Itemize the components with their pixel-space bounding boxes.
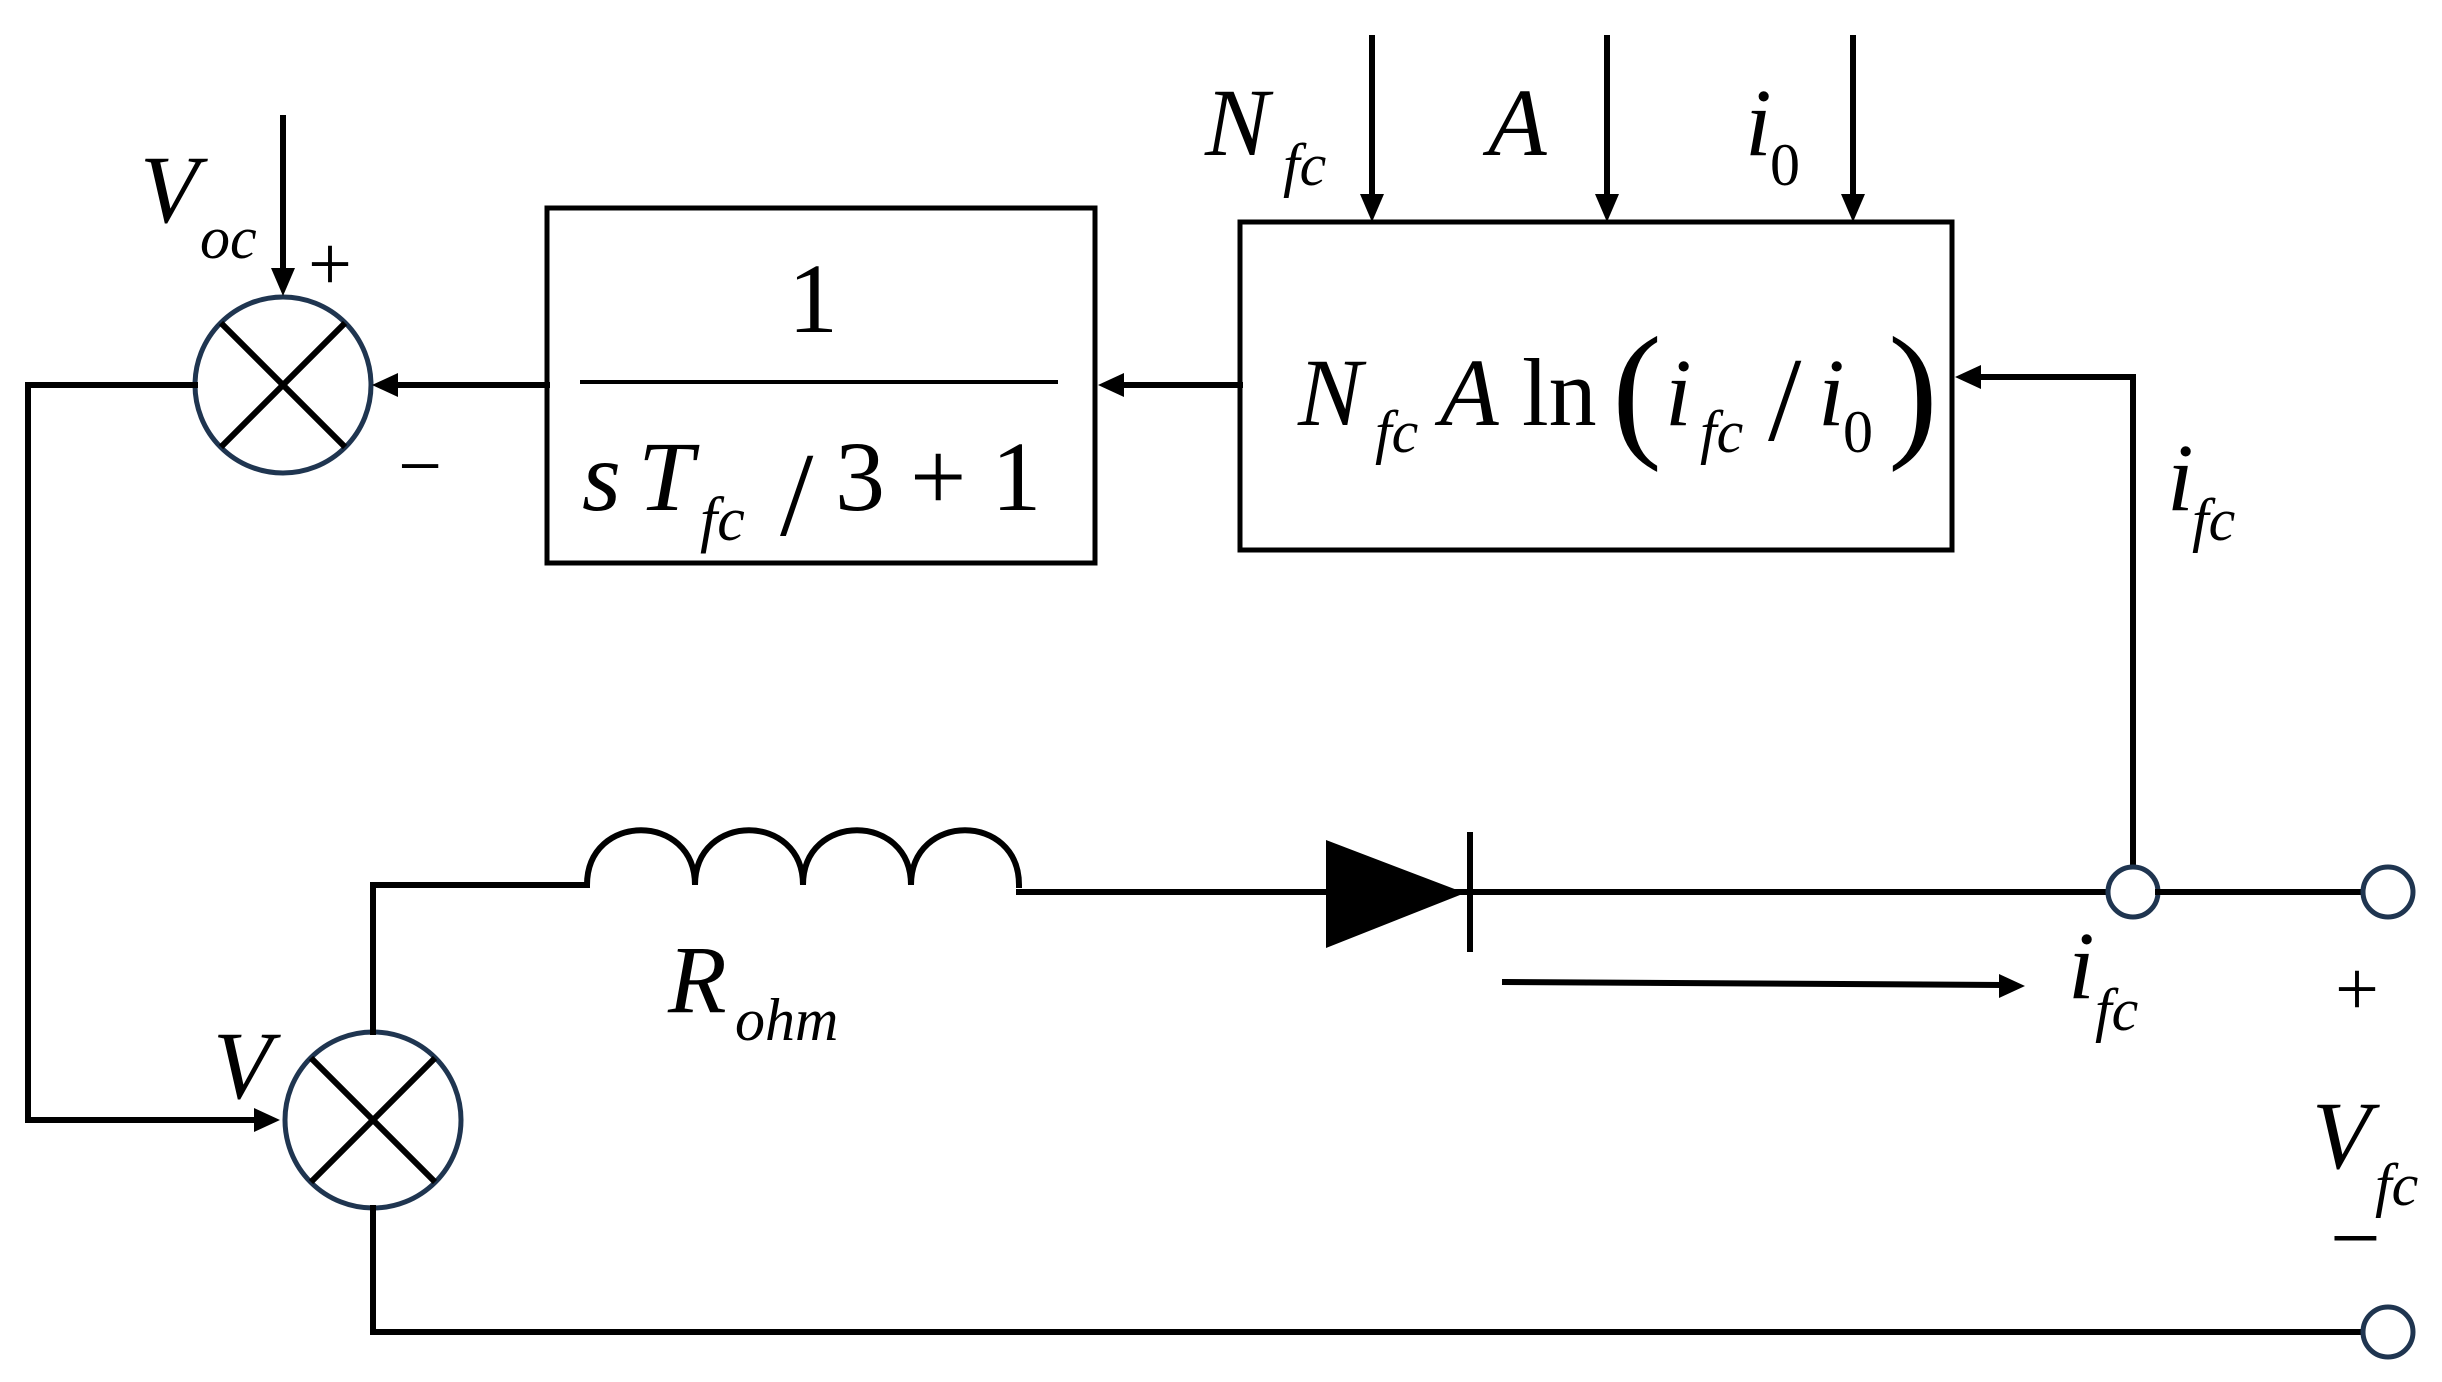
output-plus-sign: +: [2335, 945, 2379, 1032]
log-voltage-block: N fc A ln ( i fc / i 0 ): [1237, 219, 1955, 553]
a-input-arrow: [1595, 35, 1619, 222]
ifc-current-label: i: [2068, 912, 2095, 1019]
rohm-subscript: ohm: [735, 987, 838, 1053]
return-wire: [370, 1205, 2366, 1335]
top-summing-junction: [192, 294, 374, 476]
lag-to-sum-arrow: [372, 373, 550, 397]
current-direction-arrow: [1501, 974, 2025, 998]
ifc-feedback-label: i: [2167, 424, 2194, 531]
negative-terminal[interactable]: [2360, 1304, 2416, 1360]
log-N-sub: fc: [1375, 399, 1418, 465]
voc-subscript: oc: [200, 205, 257, 271]
log-i-sub: fc: [1700, 399, 1743, 465]
rohm-label: R: [667, 926, 727, 1033]
vfc-label: V: [2312, 1082, 2380, 1189]
lag-den-T: T: [638, 421, 700, 532]
v-label: V: [213, 1012, 281, 1119]
log-rparen: ): [1888, 307, 1938, 473]
log-lparen: (: [1612, 307, 1662, 473]
vfc-subscript: fc: [2375, 1152, 2418, 1218]
nfc-input-arrow: [1360, 35, 1384, 222]
ifc-feedback-path: [1955, 365, 2136, 875]
log-i0: i: [1818, 339, 1845, 446]
voltage-source-junction: [282, 1029, 464, 1211]
feedback-tap-node: [2105, 864, 2161, 920]
sum-plus-sign: +: [308, 220, 352, 307]
diode-symbol: [1326, 832, 1473, 952]
lag-transfer-block: 1 s T fc / 3 + 1: [544, 205, 1098, 566]
output-minus-sign: −: [2330, 1189, 2381, 1288]
lag-numerator: 1: [788, 243, 838, 354]
positive-terminal[interactable]: [2360, 864, 2416, 920]
voc-input-arrow: [271, 115, 295, 296]
nfc-label: N: [1204, 69, 1274, 176]
i0-label: i: [1745, 69, 1772, 176]
a-param-label: A: [1482, 69, 1547, 176]
lag-den-slash: /: [780, 428, 814, 561]
i0-input-arrow: [1841, 35, 1865, 222]
i0-subscript: 0: [1770, 132, 1800, 198]
log-N: N: [1297, 339, 1367, 446]
lag-den-rest: 3 + 1: [835, 421, 1041, 532]
log-slash: /: [1768, 333, 1802, 466]
log-to-lag-arrow: [1098, 373, 1243, 397]
log-A: A: [1434, 339, 1499, 446]
lag-den-s: s: [582, 421, 621, 532]
lag-den-T-sub: fc: [700, 486, 745, 554]
log-i: i: [1665, 339, 1692, 446]
voc-label: V: [140, 136, 208, 243]
nfc-subscript: fc: [1283, 132, 1326, 198]
sum-to-source-wire: [25, 382, 280, 1132]
main-circuit-top-wire: [370, 827, 2113, 1035]
log-i0-sub: 0: [1843, 399, 1873, 465]
ifc-feedback-subscript: fc: [2192, 487, 2235, 553]
ifc-current-subscript: fc: [2095, 977, 2138, 1043]
sum-minus-sign: −: [398, 422, 442, 509]
log-ln: ln: [1522, 339, 1597, 446]
